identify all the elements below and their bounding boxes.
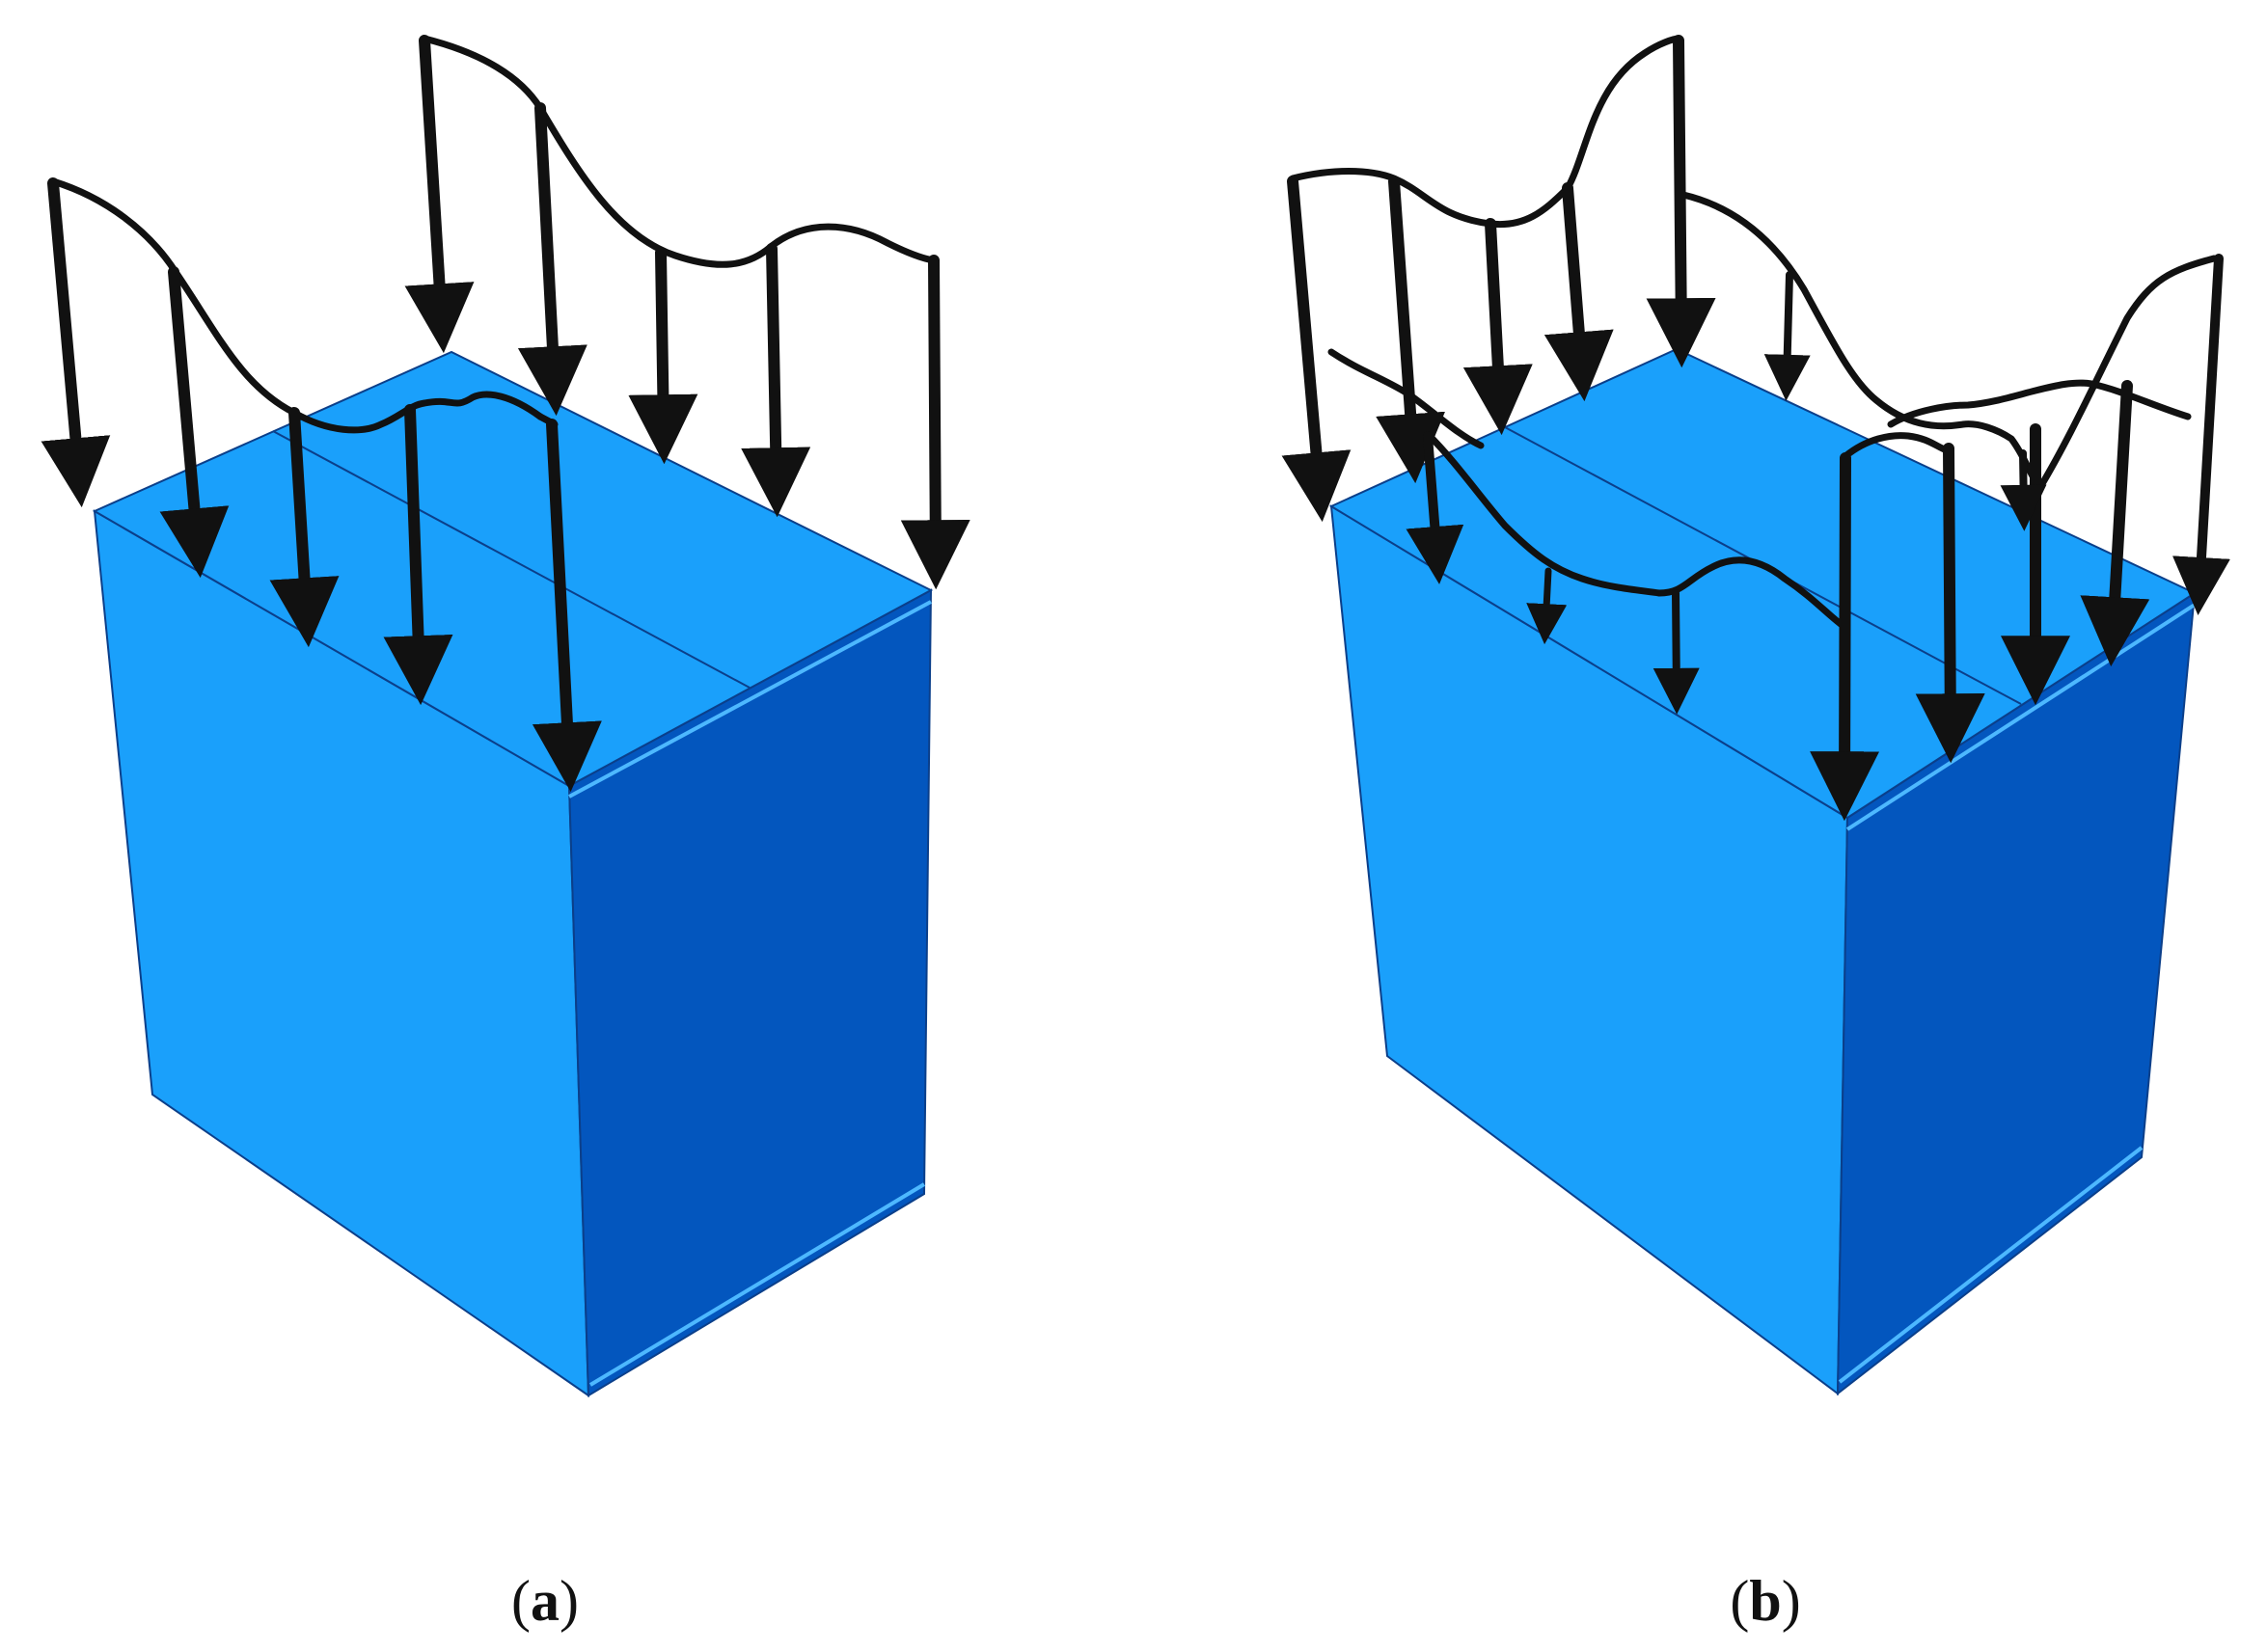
- load-b-arrow-5: [1646, 35, 1716, 368]
- load-b-arrow-6: [1763, 271, 1811, 401]
- load-a-arrow-7: [517, 102, 587, 417]
- load-b-arrow-12: [1915, 443, 1985, 764]
- box-a-side-edge-bevel: [568, 600, 932, 799]
- load-a-arrow-1: [41, 177, 111, 508]
- load-b-right-mid-profile: [1887, 379, 2192, 428]
- load-a-back-profile: [421, 35, 938, 268]
- load-b-arrow-4: [1543, 182, 1614, 402]
- load-a: [41, 35, 970, 793]
- load-a-arrow-5: [532, 419, 602, 793]
- load-b: [1281, 35, 2230, 822]
- load-a-arrow-2: [159, 266, 230, 579]
- panel-a: (a): [41, 35, 970, 1633]
- box-a-bottom-edge-bevel: [588, 1182, 926, 1387]
- box-b-bottom-edge-bevel: [1838, 1146, 2144, 1384]
- load-b-arrow-3: [1462, 218, 1533, 436]
- load-a-arrow-6: [404, 35, 475, 354]
- load-b-arrow-1: [1281, 176, 1352, 523]
- load-b-back-profile-right: [1680, 191, 2218, 491]
- box-a: [92, 350, 934, 1397]
- box-b: [1328, 347, 2198, 1396]
- load-a-front-profile: [49, 177, 544, 434]
- box-a-top-divider: [272, 430, 751, 689]
- load-a-arrow-10: [900, 255, 970, 590]
- panel-b: (b): [1281, 35, 2230, 1633]
- load-b-arrow-14: [2080, 380, 2150, 667]
- load-b-front-profile: [1424, 430, 1848, 631]
- load-b-arrow-15: [2000, 449, 2047, 531]
- load-b-arrow-9: [1526, 567, 1568, 645]
- load-a-arrow-4: [383, 404, 453, 706]
- load-b-arrow-10: [1652, 589, 1700, 715]
- load-b-arrow-11: [1810, 452, 1880, 822]
- load-b-front-profile-right: [1841, 432, 1953, 631]
- load-b-back-profile: [1289, 35, 1682, 229]
- load-b-arrow-7: [2172, 254, 2230, 615]
- panel-a-label: (a): [511, 1569, 579, 1633]
- panel-b-label: (b): [1730, 1569, 1800, 1633]
- load-a-arrow-9: [741, 243, 811, 518]
- load-b-arrow-2: [1376, 176, 1446, 484]
- load-b-arrow-8: [1406, 431, 1464, 584]
- load-a-arrow-8: [628, 247, 698, 465]
- load-a-arrow-3: [269, 407, 340, 648]
